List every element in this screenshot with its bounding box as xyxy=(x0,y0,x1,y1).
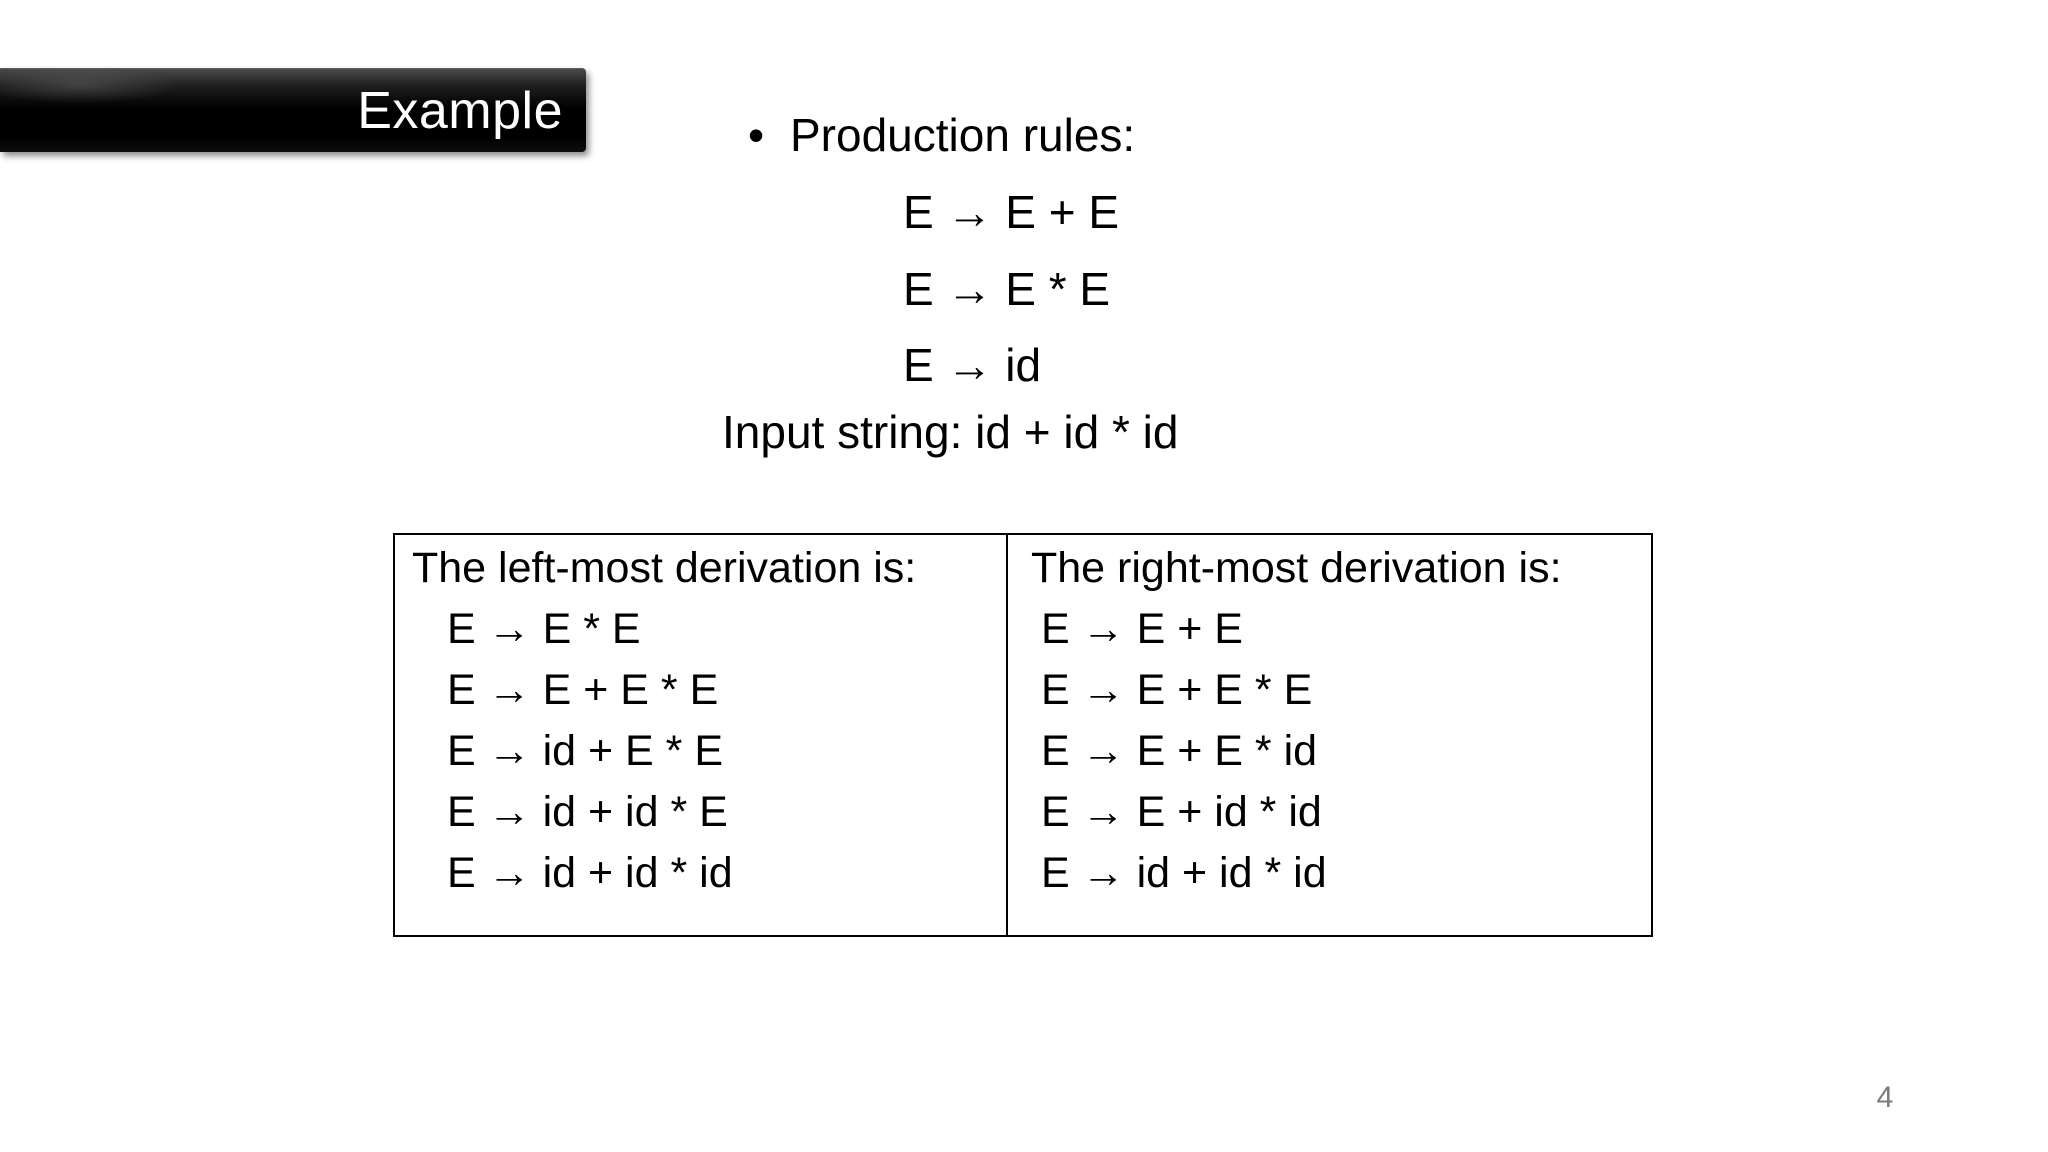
input-string: Input string: id + id * id xyxy=(722,406,1179,458)
right-derivation-step-2: E → E + E * E xyxy=(1041,666,1313,714)
left-derivation-step-1: E → E * E xyxy=(447,605,641,653)
left-derivation-step-4: E → id + id * E xyxy=(447,788,728,836)
left-derivation-step-5: E → id + id * id xyxy=(447,849,733,897)
right-derivation-step-4: E → E + id * id xyxy=(1041,788,1322,836)
production-rule-1: E → E + E xyxy=(903,186,1120,238)
left-derivation-column: The left-most derivation is: E → E * E E… xyxy=(395,535,1006,935)
page-number: 4 xyxy=(1876,1081,1894,1114)
right-derivation-step-1: E → E + E xyxy=(1041,605,1243,653)
derivation-table: The left-most derivation is: E → E * E E… xyxy=(393,533,1653,937)
production-rules-label: Production rules: xyxy=(790,109,1136,161)
bullet-icon: • xyxy=(748,109,765,161)
left-derivation-step-3: E → id + E * E xyxy=(447,727,724,775)
slide-title: Example xyxy=(357,81,563,140)
production-rule-2: E → E * E xyxy=(903,263,1111,315)
right-derivation-header: The right-most derivation is: xyxy=(1031,544,1562,592)
right-derivation-column: The right-most derivation is: E → E + E … xyxy=(1006,535,1651,935)
right-derivation-step-5: E → id + id * id xyxy=(1041,849,1327,897)
left-derivation-step-2: E → E + E * E xyxy=(447,666,719,714)
slide-title-bar: Example xyxy=(0,68,586,152)
left-derivation-header: The left-most derivation is: xyxy=(412,544,917,592)
right-derivation-step-3: E → E + E * id xyxy=(1041,727,1318,775)
production-rule-3: E → id xyxy=(903,339,1042,391)
